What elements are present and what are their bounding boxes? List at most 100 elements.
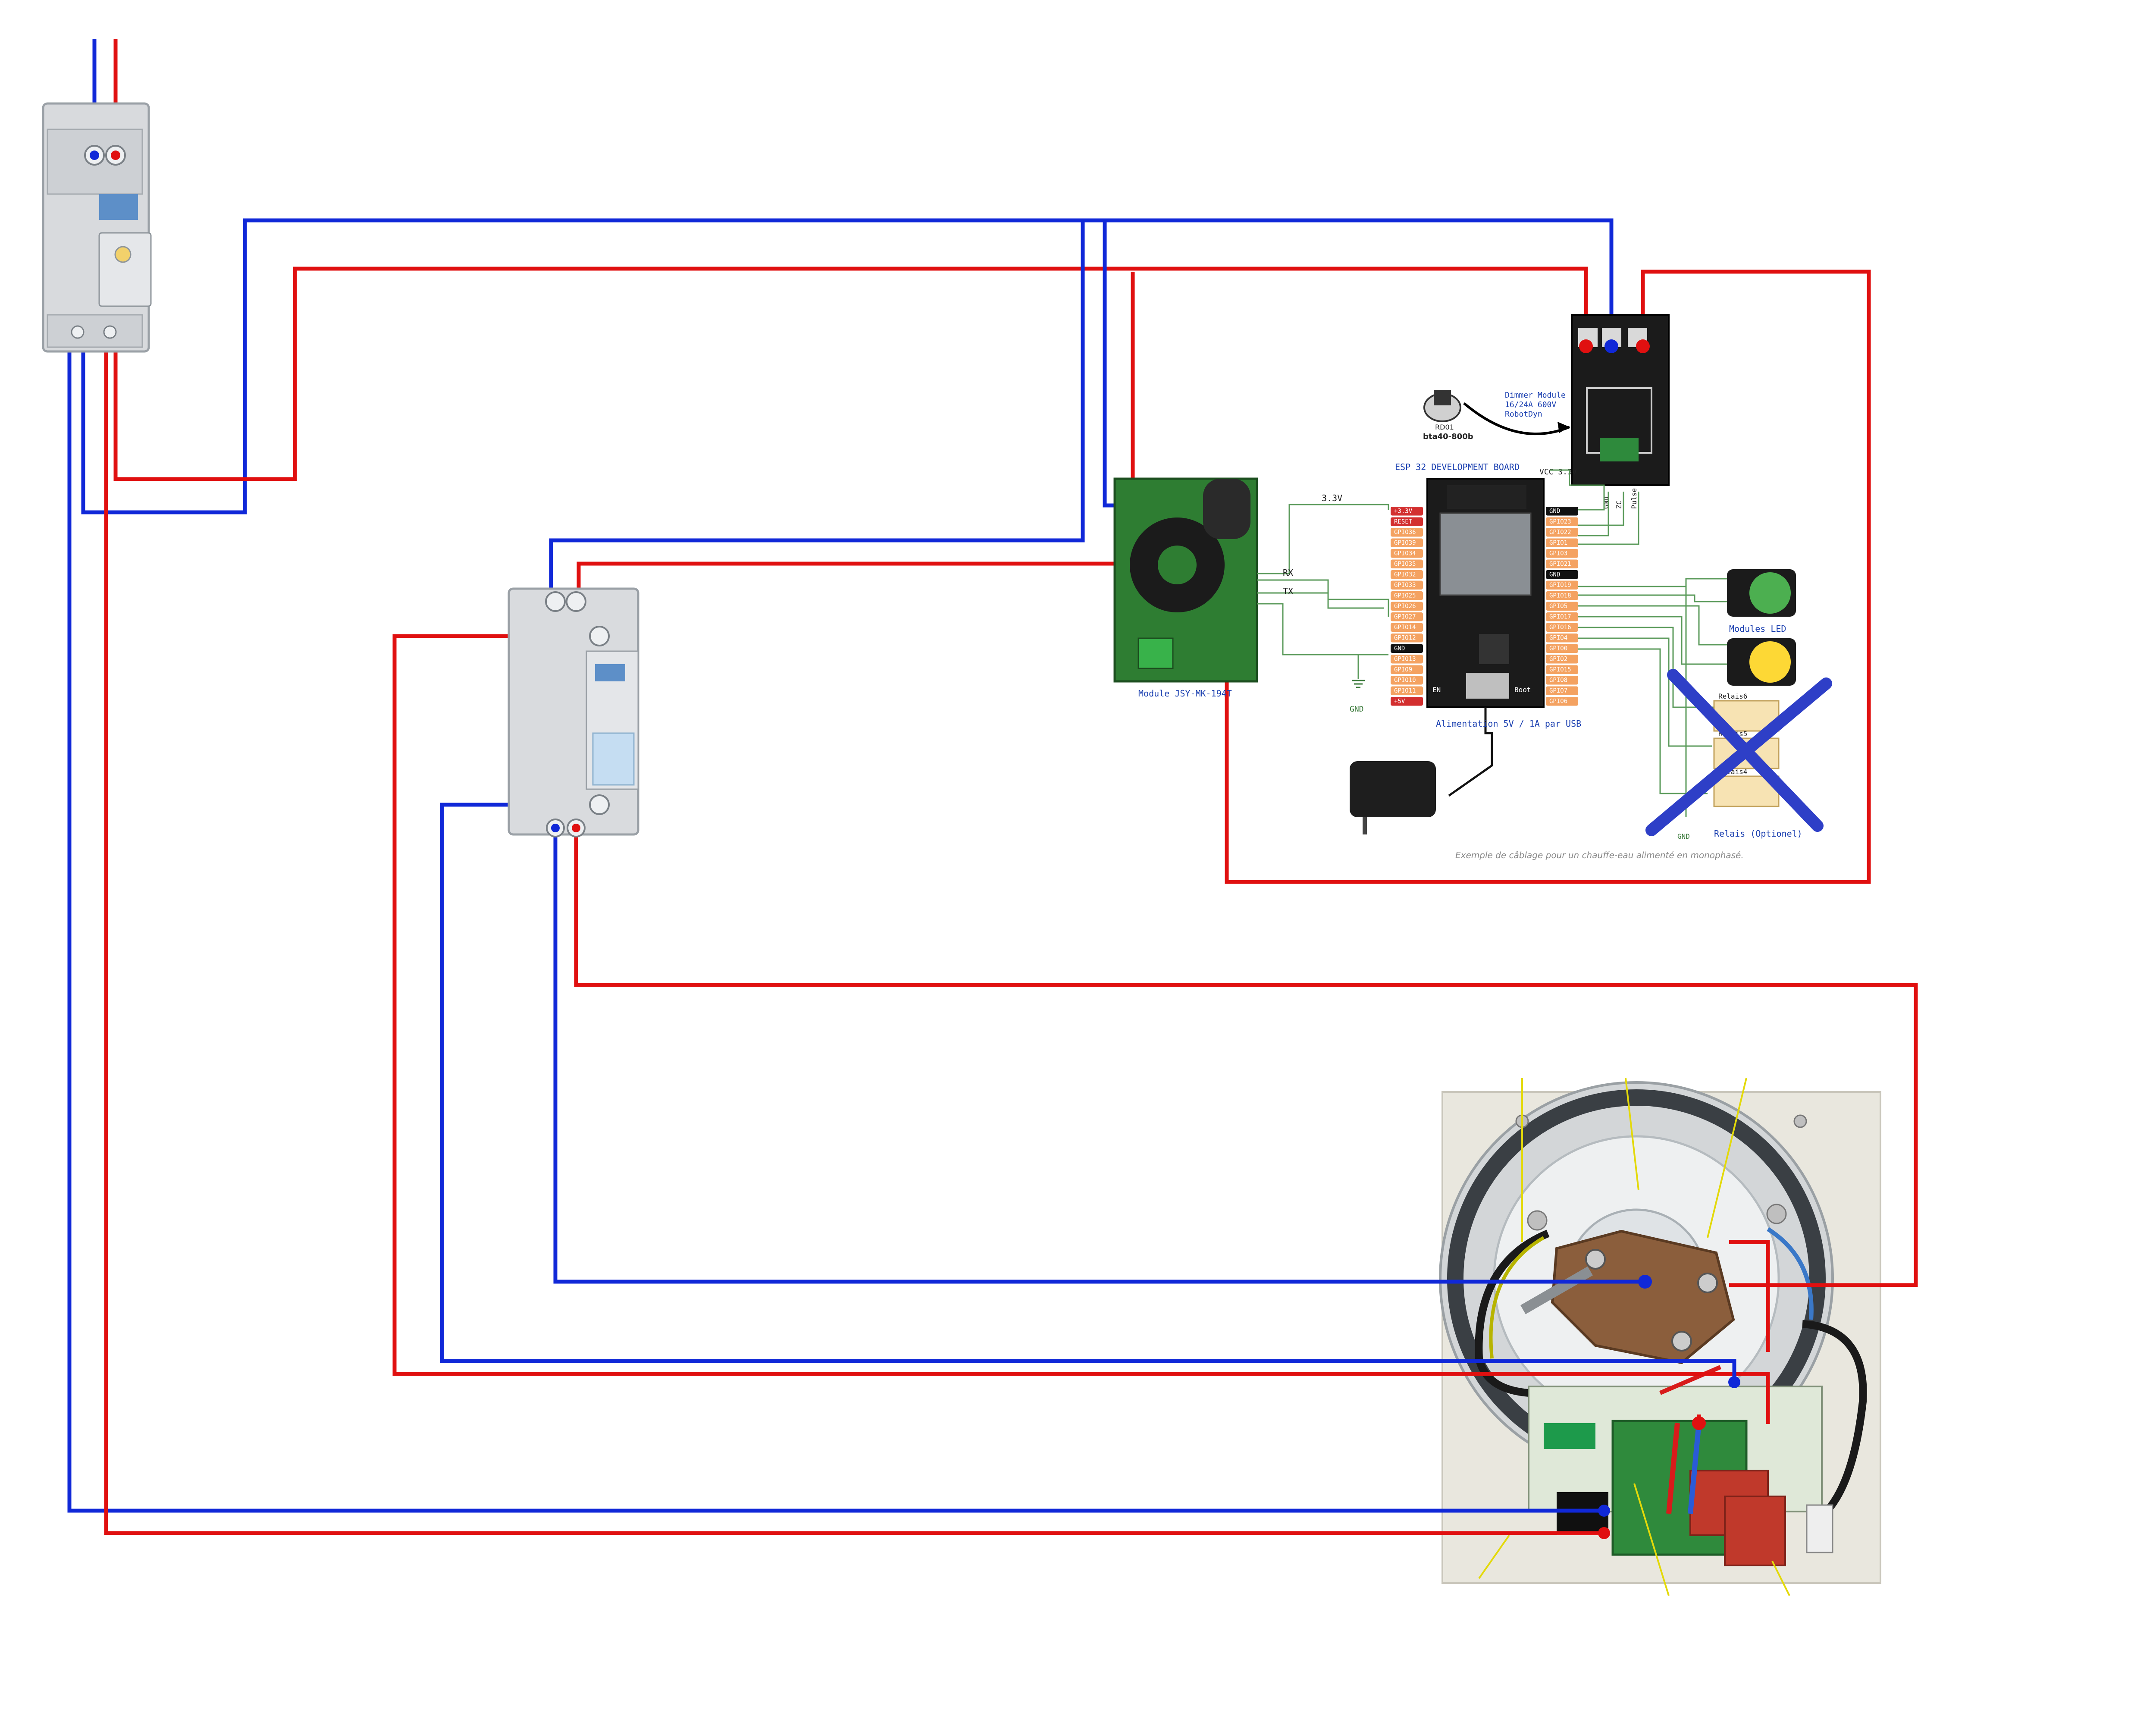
esp32-pin-right-8 — [1546, 591, 1578, 600]
dimmer-maker: RobotDyn — [1505, 410, 1542, 419]
esp32-pin-label-left-3: GPIO39 — [1394, 539, 1416, 546]
esp32-pin-right-18 — [1546, 697, 1578, 706]
esp32-pin-label-right-0: GND — [1549, 508, 1560, 515]
leds-label: Modules LED — [1729, 624, 1786, 634]
esp32-pin-label-left-7: GPIO33 — [1394, 582, 1416, 589]
esp32-pin-left-10 — [1391, 612, 1423, 621]
esp32-pin-label-left-0: +3.3V — [1394, 508, 1413, 515]
dimmer-rating: 16/24A 600V — [1505, 400, 1556, 409]
ground-symbol-jsy — [1352, 680, 1365, 688]
jsy-gnd-label: GND — [1350, 705, 1364, 714]
wire-neutral-feed-1 — [81, 218, 1614, 514]
wire-live-heater-direct — [104, 351, 1604, 1535]
dimmer-title: Dimmer Module — [1505, 391, 1566, 400]
esp32-pin-right-14 — [1546, 655, 1578, 664]
esp32-pin-left-16 — [1391, 676, 1423, 685]
wire-neutral-contactor-bottom — [553, 828, 1645, 1284]
esp32-pin-right-4 — [1546, 549, 1578, 558]
dimmer-pulse: Pulse — [1630, 488, 1638, 509]
relays-gnd-label: GND — [1677, 832, 1690, 841]
esp32-pin-right-9 — [1546, 602, 1578, 611]
esp32-pin-label-right-13: GPIO0 — [1549, 645, 1567, 652]
esp32-pin-right-0 — [1546, 507, 1578, 516]
jsy-rx-label: RX — [1283, 568, 1293, 578]
led-module-green — [1727, 569, 1796, 617]
triac-arrow — [1463, 402, 1570, 436]
relay-name-1: Relais6 — [1718, 692, 1747, 700]
esp32-pin-label-right-3: GPIO1 — [1549, 539, 1567, 546]
wire-neutral-jsy — [1103, 220, 1134, 508]
esp32-pin-left-5 — [1391, 559, 1423, 568]
esp32-pin-right-12 — [1546, 634, 1578, 643]
esp32-pin-right-2 — [1546, 528, 1578, 537]
esp32-pin-label-right-8: GPIO18 — [1549, 593, 1571, 599]
heatsink-ref: RD01 — [1435, 423, 1454, 431]
esp32-pin-left-14 — [1391, 655, 1423, 664]
esp32-pin-left-18 — [1391, 697, 1423, 706]
wire-neutral-contactor-side — [440, 803, 1736, 1382]
esp32-pin-label-right-12: GPIO4 — [1549, 635, 1567, 642]
esp32-pin-left-1 — [1391, 517, 1423, 526]
esp32-pin-label-left-12: GPIO12 — [1394, 635, 1416, 642]
esp32-en-label: EN — [1432, 686, 1441, 694]
esp32-pin-right-15 — [1546, 665, 1578, 674]
esp32-left-pin-header: +3.3VRESETGPIO36GPIO39GPIO34GPIO35GPIO32… — [1391, 507, 1423, 706]
esp32-pin-label-left-18: +5V — [1394, 698, 1405, 705]
jsy-3v3-label: 3.3V — [1322, 493, 1342, 503]
water-heater-photo — [1439, 1078, 1881, 1596]
esp32-pin-label-left-10: GPIO27 — [1394, 614, 1416, 621]
esp32-pin-label-right-11: GPIO16 — [1549, 624, 1571, 631]
esp32-pin-right-16 — [1546, 676, 1578, 685]
esp32-board: ESP 32 DEVELOPMENT BOARD Boot EN +3.3V RE… — [1391, 462, 1578, 708]
triac-label: bta40-800b — [1423, 432, 1473, 441]
esp32-pin-right-13 — [1546, 644, 1578, 653]
esp32-pin-left-8 — [1391, 591, 1423, 600]
jsy-signal-lines — [1257, 504, 1389, 679]
esp32-pin-label-right-7: GPIO19 — [1549, 582, 1571, 589]
esp32-pin-label-right-18: GPIO6 — [1549, 698, 1567, 705]
esp32-pin-left-6 — [1391, 570, 1423, 579]
esp32-pin-label-right-14: GPIO2 — [1549, 656, 1567, 663]
esp32-pin-label-right-2: GPIO22 — [1549, 529, 1571, 536]
esp32-pin-label-left-1: RESET — [1394, 518, 1413, 525]
esp32-pin-left-11 — [1391, 623, 1423, 632]
relays-label: Relais (Optionel) — [1714, 828, 1802, 839]
wire-neutral-contactor — [549, 220, 1085, 602]
wiring — [67, 39, 1918, 1535]
esp32-pin-left-12 — [1391, 634, 1423, 643]
esp32-boot-label: Boot — [1514, 686, 1531, 694]
dimmer-vcc: VCC 3.3V — [1539, 467, 1577, 477]
wire-live-contactor-side — [392, 634, 1770, 1424]
caption: Exemple de câblage pour un chauffe-eau a… — [1455, 850, 1744, 860]
wire-live-contactor-bottom — [574, 828, 1918, 1287]
circuit-breaker — [42, 102, 152, 353]
esp32-pin-label-right-16: GPIO8 — [1549, 677, 1567, 684]
jsy-energy-module: Module JSY-MK-194T — [1113, 477, 1258, 699]
heatsink-icon — [1423, 390, 1461, 422]
led-module-yellow — [1727, 638, 1796, 686]
esp32-pin-label-left-17: GPIO11 — [1394, 687, 1416, 694]
esp32-pin-right-11 — [1546, 623, 1578, 632]
esp32-pin-left-4 — [1391, 549, 1423, 558]
esp32-right-pin-header: GNDGPIO23GPIO22GPIO1GPIO3GPIO21GNDGPIO19… — [1546, 507, 1578, 706]
jsy-label: Module JSY-MK-194T — [1138, 688, 1232, 699]
esp32-pin-right-6 — [1546, 570, 1578, 579]
relays-crossed-out-mark — [1645, 669, 1832, 836]
esp32-pin-label-left-13: GND — [1394, 645, 1405, 652]
esp32-pin-left-13 — [1391, 644, 1423, 653]
esp32-pin-label-right-4: GPIO3 — [1549, 550, 1567, 557]
esp32-pin-label-left-15: GPIO9 — [1394, 666, 1412, 673]
esp32-pin-label-right-17: GPIO7 — [1549, 687, 1567, 694]
wire-neutral-heater-direct — [67, 351, 1604, 1513]
esp32-pin-label-left-2: GPIO36 — [1394, 529, 1416, 536]
esp32-pin-left-7 — [1391, 580, 1423, 590]
esp32-pin-right-17 — [1546, 686, 1578, 695]
esp32-title: ESP 32 DEVELOPMENT BOARD — [1395, 462, 1520, 472]
wire-live-heater-loop — [1729, 1240, 1770, 1352]
power-label: Alimentation 5V / 1A par USB — [1436, 718, 1581, 729]
contactor — [508, 587, 639, 837]
esp32-pin-right-3 — [1546, 538, 1578, 547]
esp32-pin-label-left-16: GPIO10 — [1394, 677, 1416, 684]
esp32-pin-label-right-5: GPIO21 — [1549, 561, 1571, 568]
esp32-pin-right-10 — [1546, 612, 1578, 621]
